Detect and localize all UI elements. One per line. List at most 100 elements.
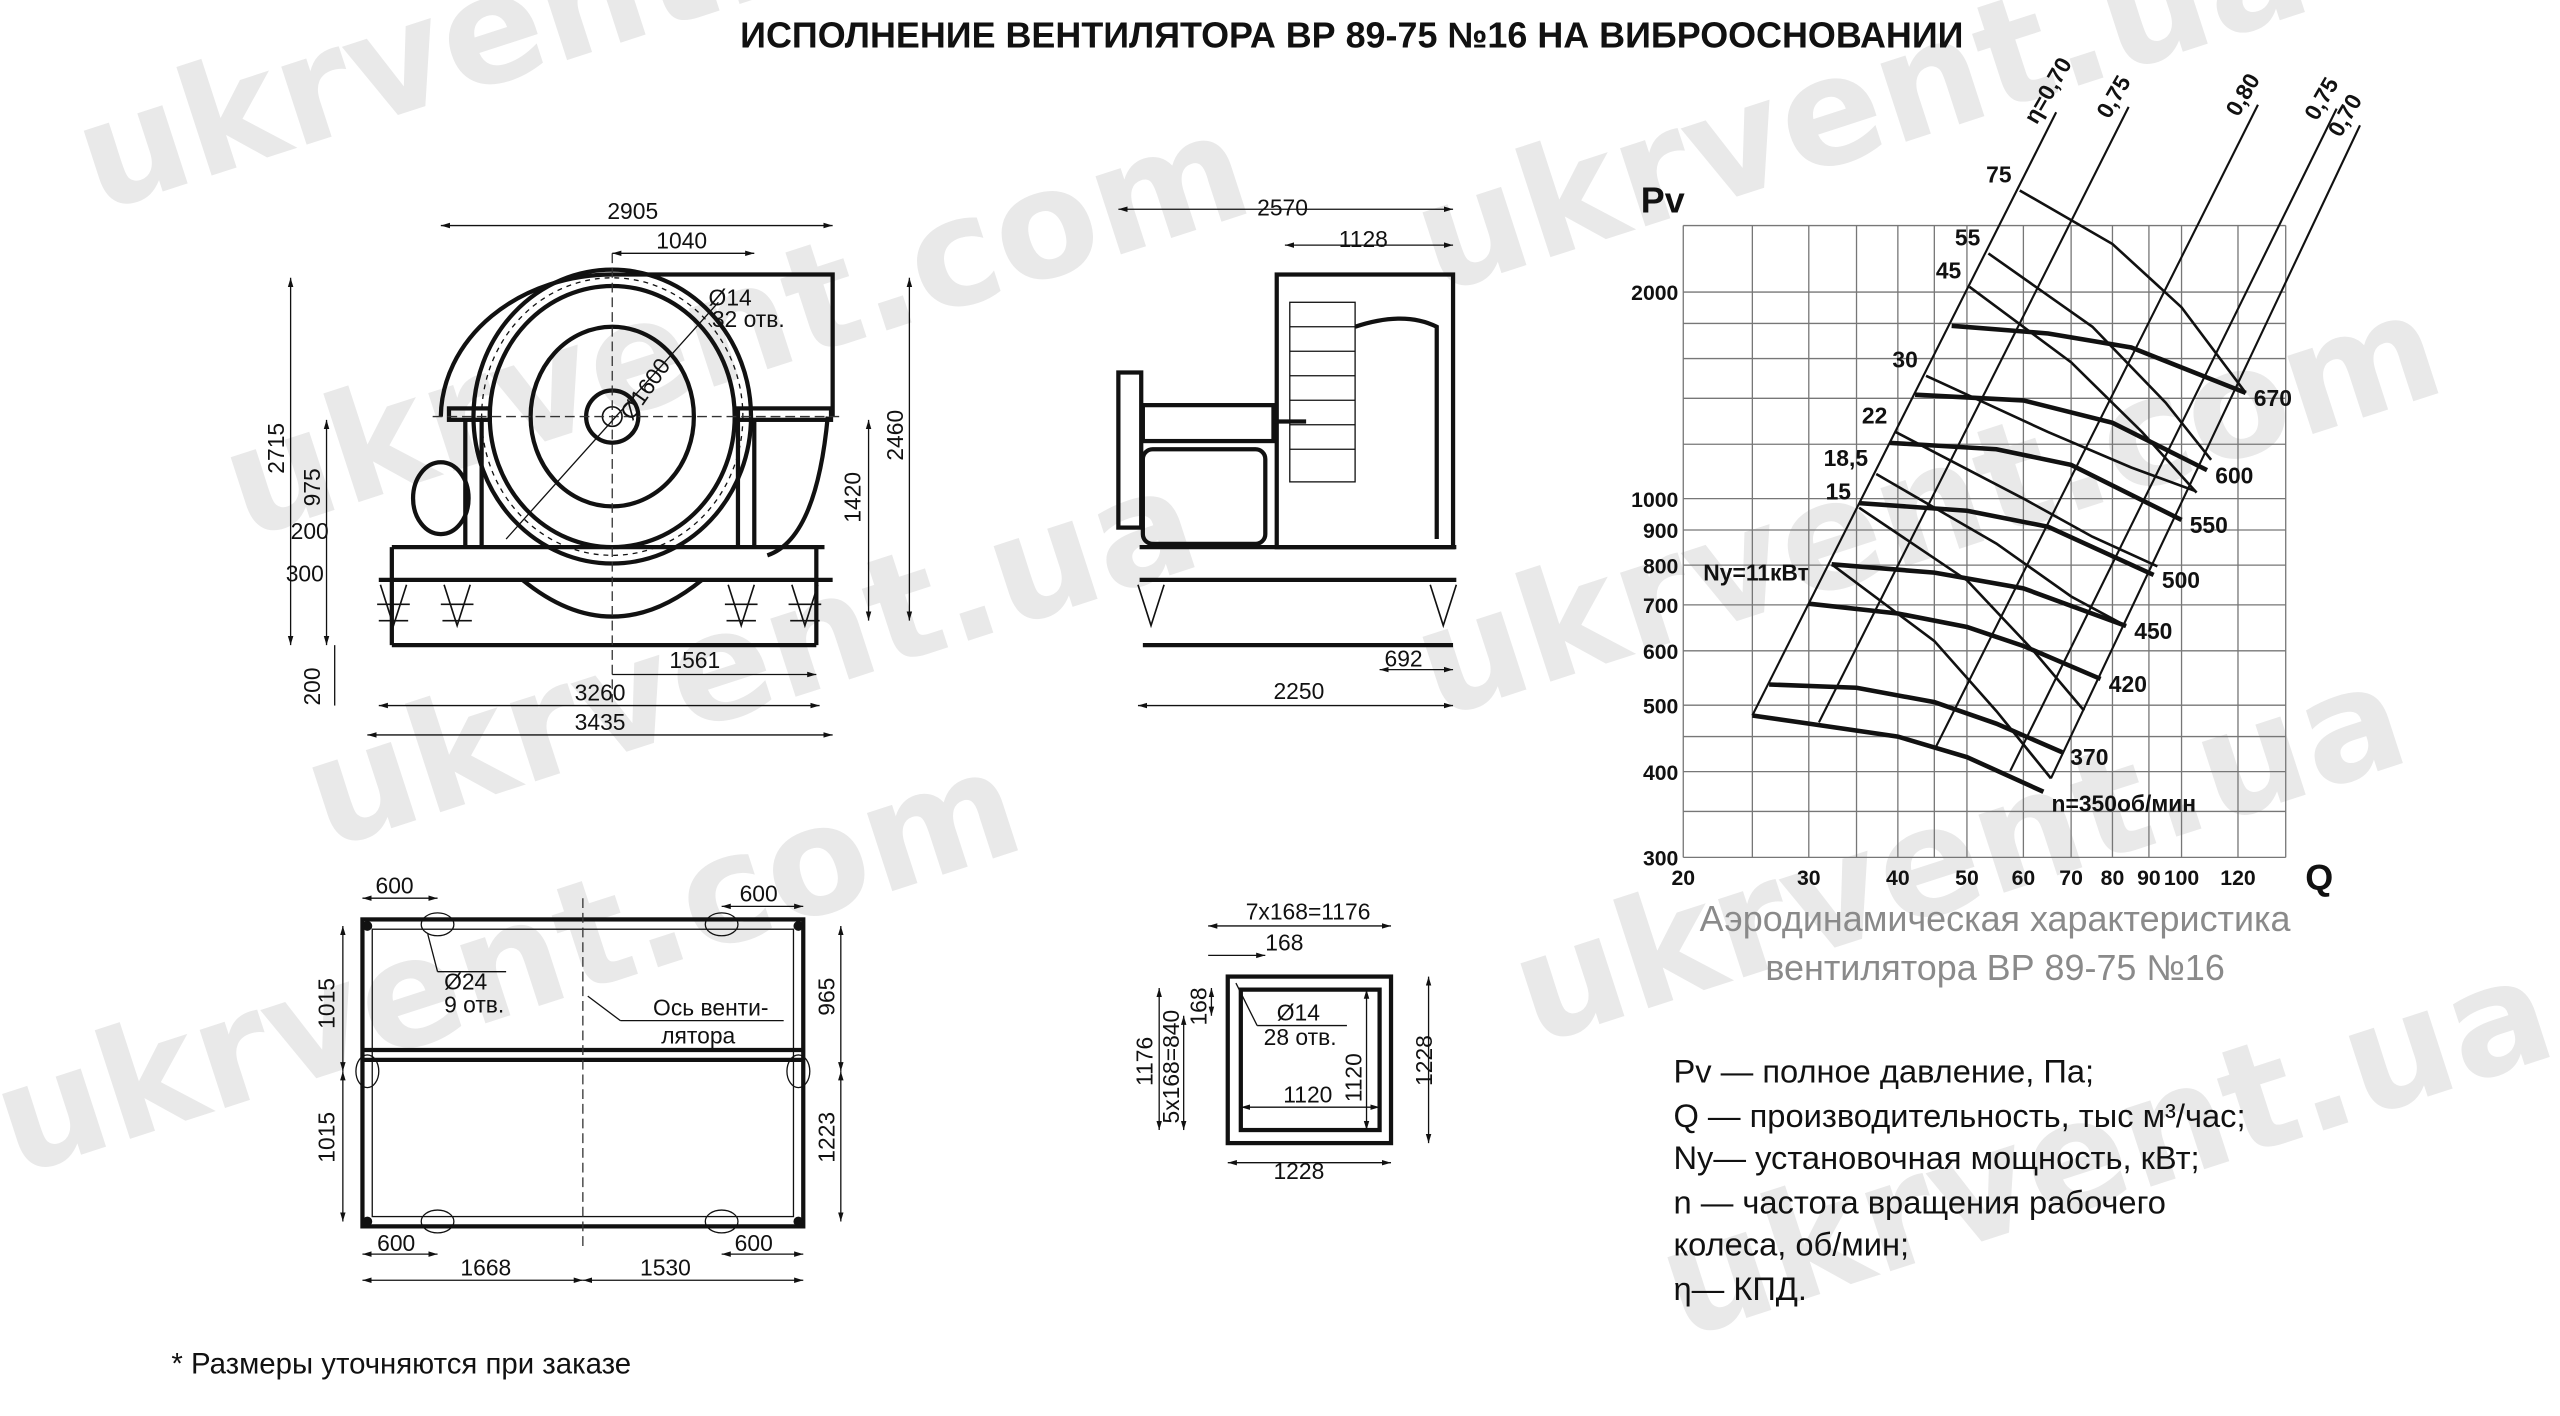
power-label: 45	[1936, 258, 1962, 284]
y-tick-label: 1000	[1631, 489, 1678, 512]
dim-1120: 1120	[1341, 1053, 1367, 1102]
speed-label: 550	[2190, 512, 2228, 538]
speed-curve	[1951, 323, 2247, 396]
dim-200: 200	[291, 518, 329, 544]
outlet-flange-view: 7x168=1176 168 Ø14 28 отв. 1120 1120 122…	[1132, 898, 1437, 1184]
chart-caption: Аэродинамическая характеристика	[1700, 898, 2291, 939]
x-tick-label: 90	[2137, 867, 2161, 890]
chart-caption: вентилятора ВР 89-75 №16	[1765, 947, 2224, 988]
power-label: 22	[1862, 403, 1887, 429]
dim-300: 300	[286, 560, 324, 586]
speed-curve	[1831, 562, 2127, 629]
dim-2460: 2460	[882, 410, 908, 461]
legend: Pv — полное давление, Па; Q — производит…	[1673, 1053, 2245, 1307]
dim-168: 168	[1186, 987, 1212, 1025]
efficiency-line	[1751, 111, 2058, 716]
dim-1228: 1228	[1411, 1035, 1437, 1086]
efficiency-line	[1817, 106, 2130, 723]
holes-count: 9 отв.	[444, 991, 504, 1017]
dim-2570: 2570	[1257, 195, 1308, 221]
spring-isolators	[377, 584, 822, 629]
x-tick-label: 20	[1671, 867, 1695, 890]
dim-1668: 1668	[460, 1254, 511, 1280]
axis-label: лятора	[661, 1023, 735, 1049]
mounting-holes	[355, 912, 811, 1234]
x-tick-label: 50	[1955, 867, 1979, 890]
efficiency-label: 0,80	[2220, 69, 2265, 121]
x-tick-label: 60	[2012, 867, 2036, 890]
dim-1223: 1223	[813, 1112, 839, 1163]
y-axis-label: Pv	[1641, 179, 1685, 220]
power-line	[1830, 563, 2052, 780]
speed-curve	[1751, 713, 2045, 794]
speed-curve	[1914, 392, 2209, 473]
power-label: 55	[1955, 224, 1981, 250]
dim-3260: 3260	[575, 680, 626, 706]
speed-label: 450	[2134, 618, 2172, 644]
y-tick-label: 600	[1643, 641, 1678, 664]
power-line	[1858, 506, 2086, 712]
power-label: 75	[1986, 161, 2012, 187]
page-title: ИСПОЛНЕНИЕ ВЕНТИЛЯТОРА ВР 89-75 №16 НА В…	[740, 15, 1963, 56]
speed-label: n=350об/мин	[2052, 790, 2197, 816]
dim-3435: 3435	[575, 709, 626, 735]
dim-600: 600	[376, 872, 414, 898]
speed-label: 600	[2215, 462, 2253, 488]
dim-1015: 1015	[314, 1112, 340, 1163]
dim-1128: 1128	[1339, 226, 1388, 252]
y-tick-label: 800	[1643, 555, 1678, 578]
speed-label: 370	[2070, 744, 2108, 770]
dim-692: 692	[1384, 645, 1422, 671]
y-tick-label: 300	[1643, 848, 1678, 871]
x-tick-label: 80	[2101, 867, 2125, 890]
legend-item: Nу— установочная мощность, кВт;	[1673, 1139, 2199, 1176]
power-line	[2019, 189, 2247, 394]
dim-1015: 1015	[314, 978, 340, 1029]
dim-2250: 2250	[1273, 678, 1324, 704]
axis-label: Ось венти-	[653, 995, 768, 1021]
legend-item: колеса, об/мин;	[1673, 1226, 1909, 1263]
dim-1176: 1176	[1132, 1037, 1158, 1086]
chart-grid	[1682, 224, 2287, 859]
x-tick-label: 100	[2164, 867, 2199, 890]
power-line	[1987, 252, 2213, 461]
legend-item: η— КПД.	[1673, 1270, 1807, 1307]
x-tick-label: 70	[2059, 867, 2083, 890]
x-tick-label: 40	[1886, 867, 1910, 890]
power-label: 18,5	[1824, 445, 1869, 471]
power-line	[1894, 430, 2158, 568]
side-view: 2570 1128 692 2250	[1116, 195, 1458, 709]
holes-dia: Ø14	[1277, 1000, 1320, 1026]
dim-2905: 2905	[607, 198, 658, 224]
dim-965: 965	[813, 978, 839, 1016]
dim-600: 600	[377, 1230, 415, 1256]
dim-1561: 1561	[669, 647, 720, 673]
dim-1420: 1420	[839, 472, 865, 523]
power-label: 30	[1892, 347, 1917, 373]
power-label: Nу=11кВт	[1703, 560, 1809, 586]
y-tick-label: 500	[1643, 695, 1678, 718]
power-line	[1925, 374, 2197, 493]
power-label: 15	[1826, 479, 1852, 505]
holes-dia: Ø24	[444, 969, 487, 995]
front-view: 2905 1040 Ø14 32 отв. Ø1600 2715 975 200…	[263, 198, 913, 738]
speed-curve	[1769, 682, 2064, 755]
efficiency-line	[2009, 108, 2338, 772]
dim-base-200: 200	[299, 667, 325, 705]
dim-600: 600	[735, 1230, 773, 1256]
y-tick-label: 700	[1643, 595, 1678, 618]
dim-2715: 2715	[263, 423, 289, 474]
speed-label: 670	[2254, 385, 2292, 411]
y-tick-label: 2000	[1631, 282, 1678, 305]
speed-label: 500	[2162, 567, 2200, 593]
legend-item: Pv — полное давление, Па;	[1673, 1053, 2094, 1090]
plan-view: 600 600 1015 1015 965 1223 600 600 1668 …	[314, 872, 844, 1283]
y-tick-label: 900	[1643, 520, 1678, 543]
y-tick-label: 400	[1643, 762, 1678, 785]
holes-count: 28 отв.	[1264, 1024, 1337, 1050]
x-tick-label: 30	[1797, 867, 1821, 890]
dim-pitch: 5x168=840	[1158, 1010, 1184, 1124]
